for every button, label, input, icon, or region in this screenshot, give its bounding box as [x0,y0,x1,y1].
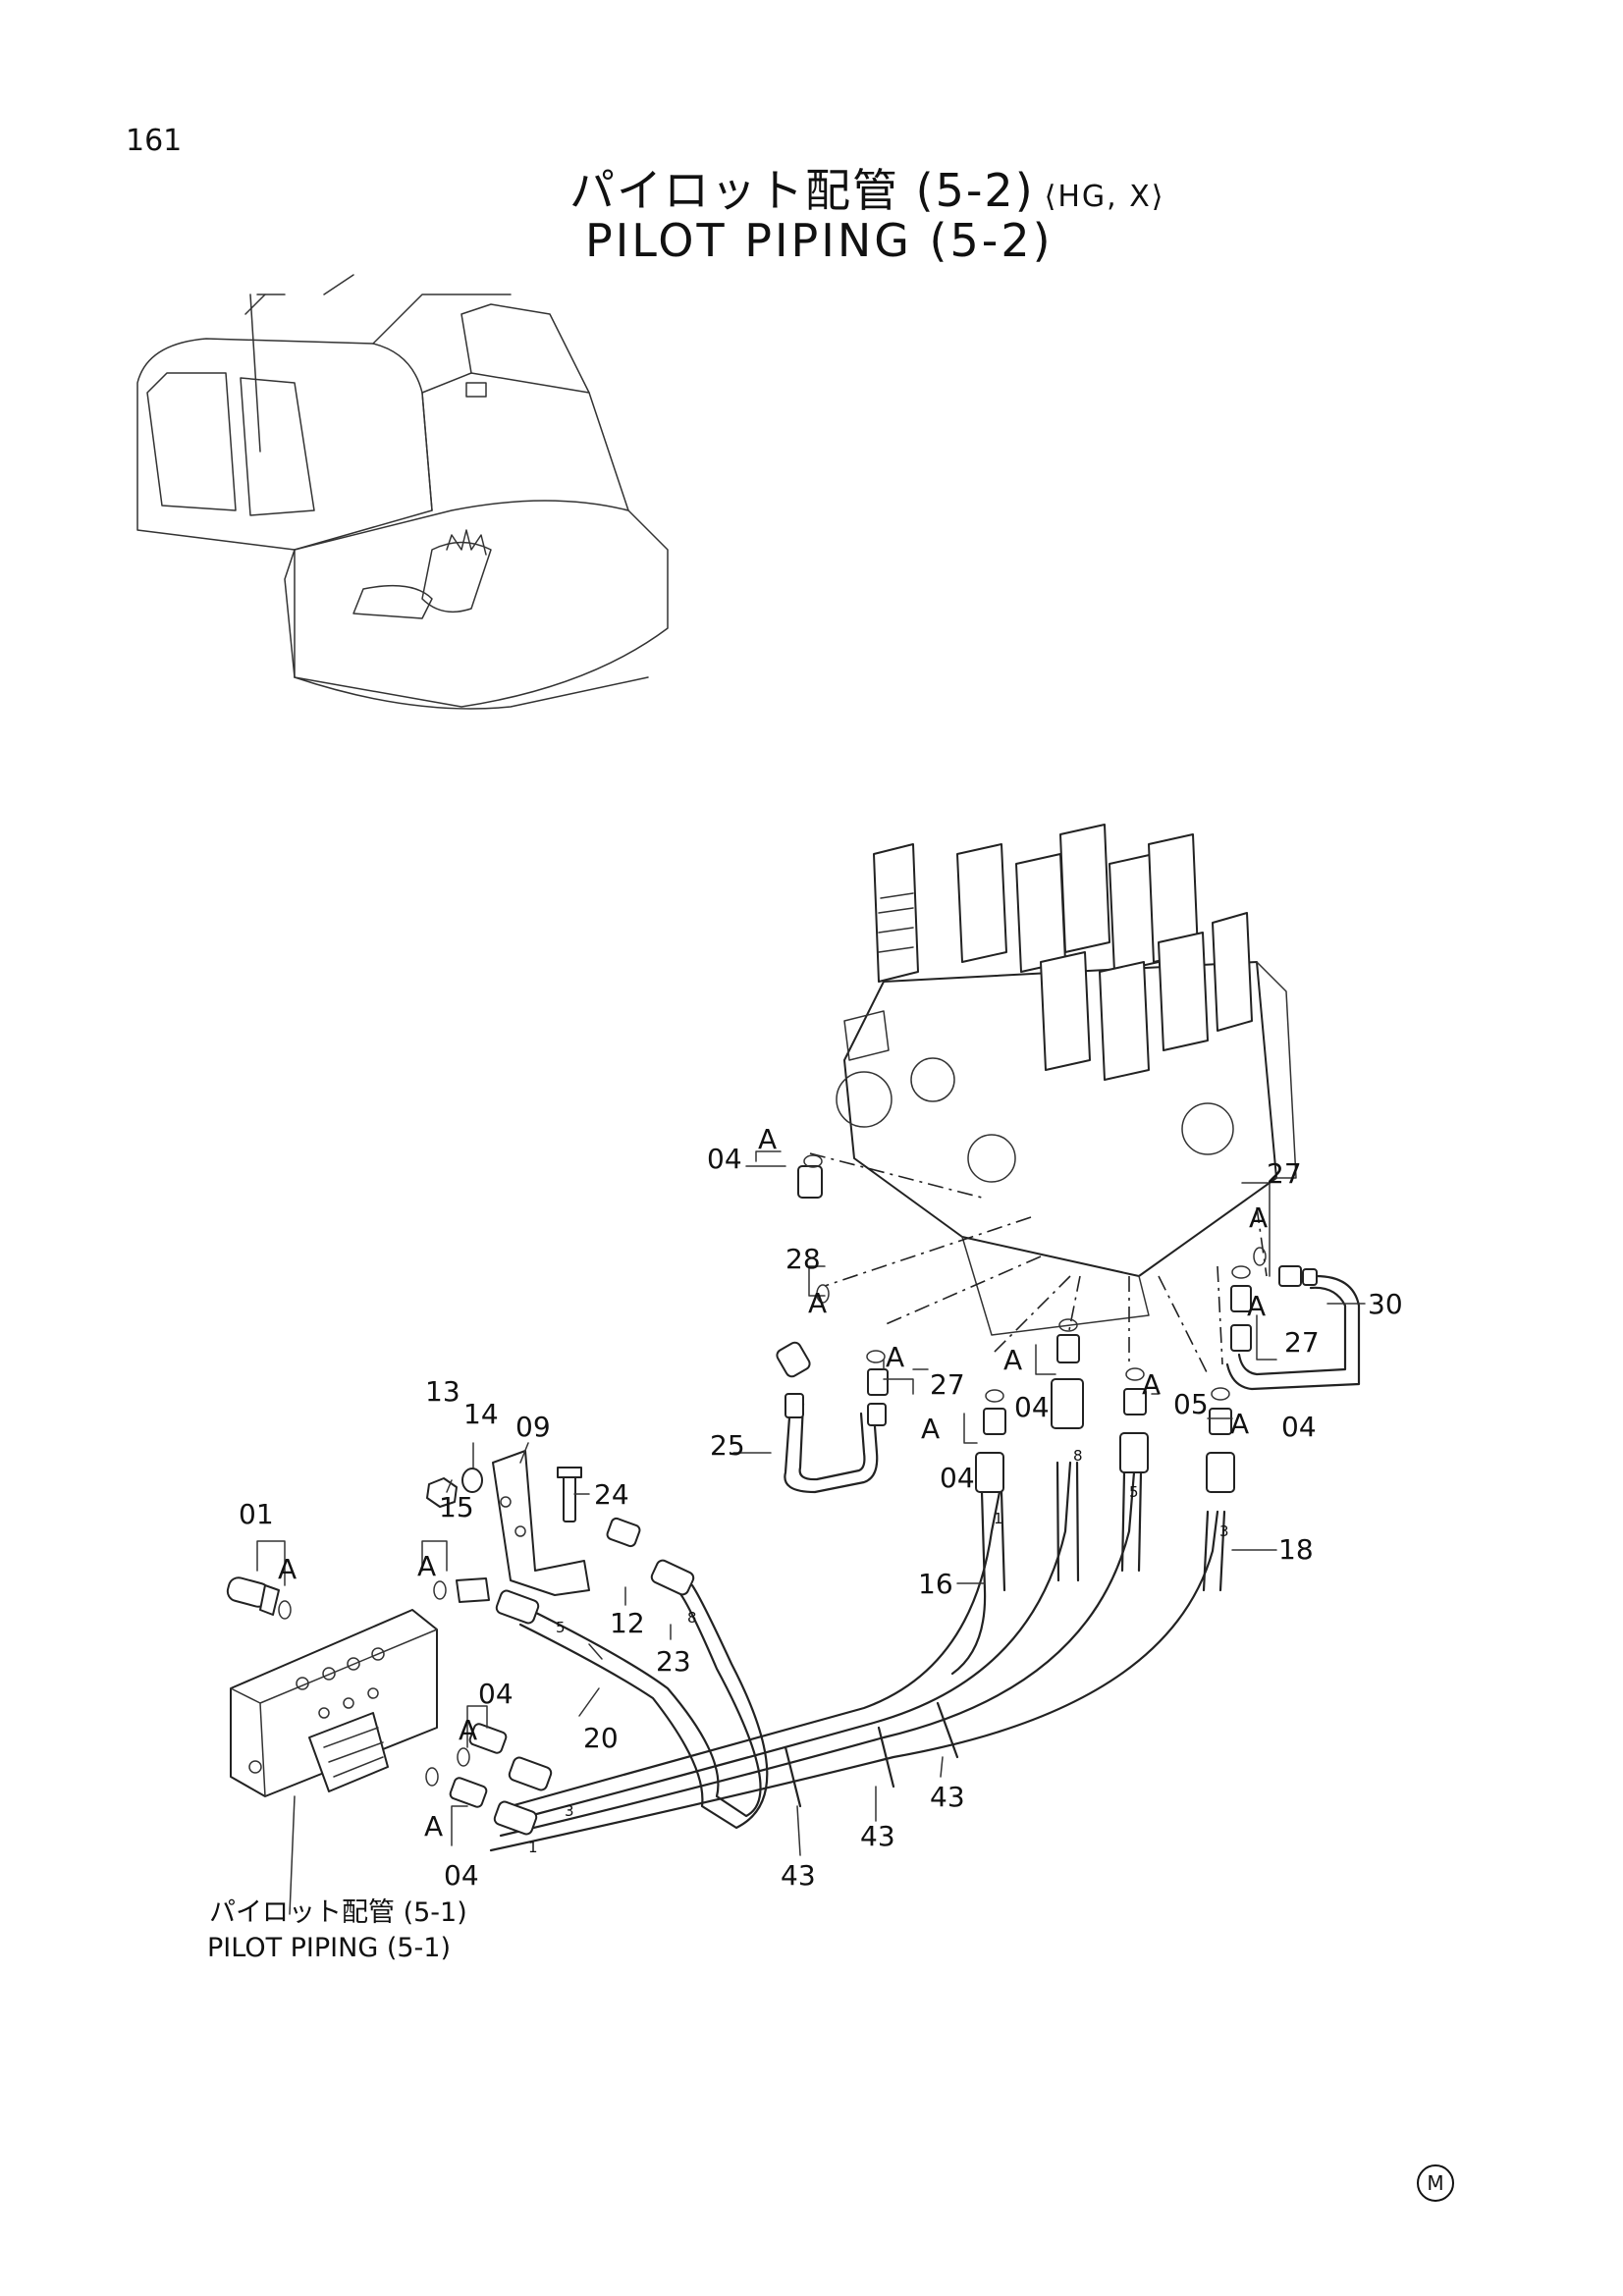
part-label-43: 43 [781,1859,816,1892]
part-label-15: 15 [439,1491,474,1523]
part-label-04: 04 [444,1859,479,1892]
excavator-location-sketch [136,274,669,710]
reference-label-en: PILOT PIPING (5-1) [207,1933,452,1963]
hoses [489,1274,1361,1852]
part-label-09: 09 [515,1411,551,1443]
part-label-27: 27 [1284,1326,1320,1359]
part-label-04: 04 [940,1462,975,1494]
callout-a: A [1247,1290,1266,1322]
page-title-jp: パイロット配管 (5-2) ⟨HG, X⟩ [569,155,1165,220]
hose-mark-8: 8 [687,1609,697,1627]
hose-mark-8: 8 [1073,1447,1083,1465]
callout-a: A [1249,1201,1268,1234]
pilot-valve-block [230,1609,438,1797]
hose-mark-3: 3 [1219,1522,1229,1540]
hose-mark-1: 1 [994,1510,1003,1527]
part-label-04: 04 [1281,1411,1317,1443]
part-label-43: 43 [930,1781,965,1813]
title-jp-text: パイロット配管 (5-2) [569,164,1035,217]
part-label-27: 27 [1267,1157,1302,1190]
part-label-24: 24 [594,1478,629,1511]
part-label-04: 04 [478,1678,514,1710]
page-title-en: PILOT PIPING (5-2) [585,214,1054,267]
callout-a: A [1230,1408,1249,1440]
callout-a: A [417,1550,436,1582]
part-label-23: 23 [656,1645,691,1678]
page-number: 161 [126,124,183,158]
part-label-43: 43 [860,1820,895,1852]
reference-label-jp: パイロット配管 (5-1) [209,1897,467,1928]
part-label-16: 16 [918,1568,953,1600]
part-label-28: 28 [785,1243,821,1275]
callout-a: A [886,1341,904,1373]
part-callouts: 01 A 04 A 13 14 09 24 15 A 12 23 20 04 A… [239,1123,1403,1892]
callout-a: A [1142,1368,1161,1401]
part-label-27: 27 [930,1368,965,1401]
callout-a: A [424,1810,443,1842]
hose-mark-3: 3 [565,1802,574,1820]
part-label-13: 13 [425,1375,460,1408]
callout-a: A [1003,1344,1022,1376]
part-label-30: 30 [1368,1288,1403,1320]
part-label-18: 18 [1278,1533,1314,1566]
model-variant-label: ⟨HG, X⟩ [1044,180,1165,214]
part-label-01: 01 [239,1498,274,1530]
part-label-20: 20 [583,1722,619,1754]
part-label-04: 04 [707,1143,742,1175]
hose-mark-1: 1 [528,1839,538,1856]
control-valve-assembly [836,824,1297,1336]
part-label-12: 12 [610,1607,645,1639]
part-label-04: 04 [1014,1391,1050,1423]
hose-mark-5: 5 [1129,1483,1139,1501]
part-label-05: 05 [1173,1388,1209,1420]
callout-a: A [278,1553,297,1585]
part-label-14: 14 [463,1398,499,1430]
leader-lines [256,1150,1366,1915]
callout-a: A [808,1287,827,1319]
model-mark: M [1417,2164,1454,2202]
part-label-25: 25 [710,1429,745,1462]
fittings [226,1154,1318,1836]
callout-a: A [758,1123,777,1155]
callout-a: A [459,1714,477,1746]
hose-mark-5: 5 [556,1619,566,1636]
callout-a: A [921,1413,940,1445]
